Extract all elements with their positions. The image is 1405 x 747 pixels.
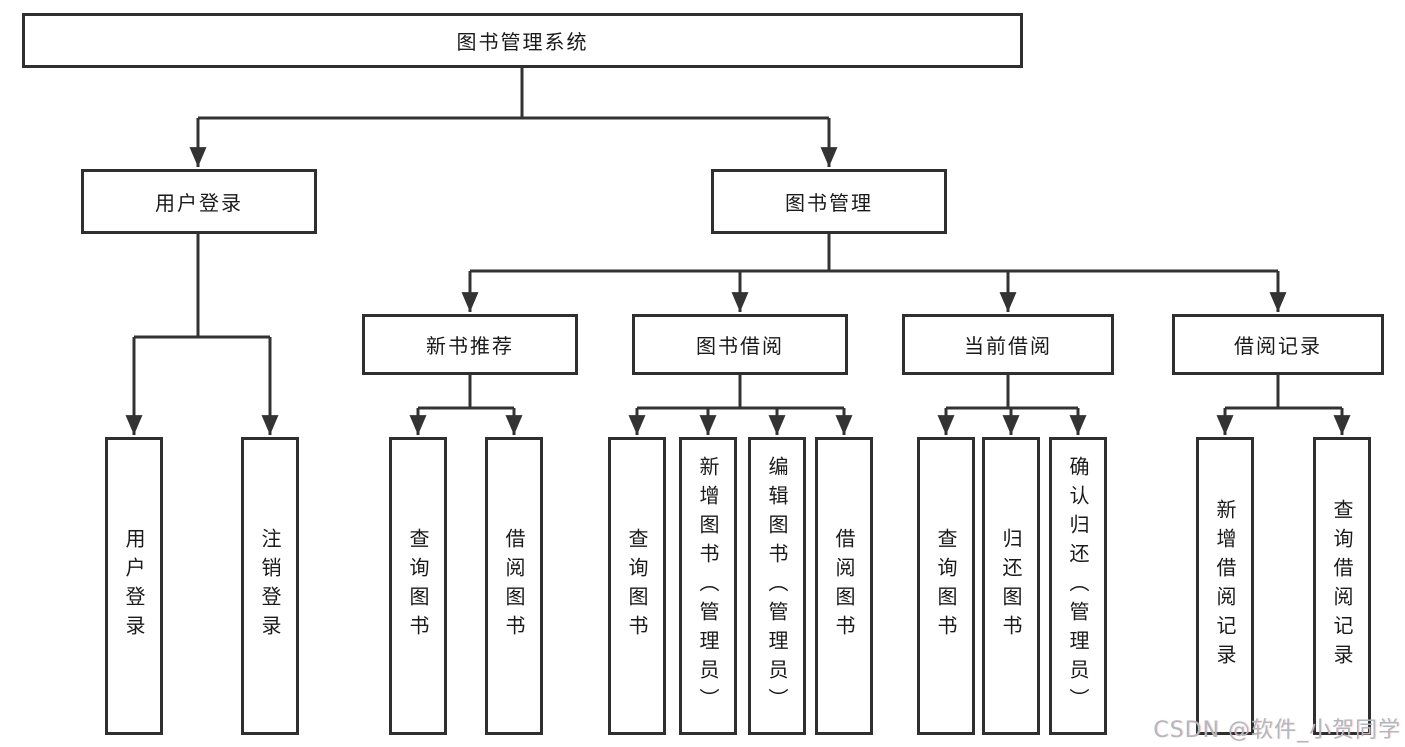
leaf-borrow-books-1-label: 借阅图书 — [502, 528, 526, 644]
leaf-return-book-label: 归还图书 — [999, 528, 1023, 644]
node-borrowing-records: 借阅记录 — [1172, 314, 1384, 375]
leaf-return-book: 归还图书 — [982, 437, 1040, 735]
node-book-management-label: 图书管理 — [785, 191, 873, 215]
leaf-add-borrow-record: 新增借阅记录 — [1196, 437, 1254, 735]
node-current-borrowing: 当前借阅 — [902, 314, 1114, 375]
leaf-add-borrow-record-label: 新增借阅记录 — [1213, 499, 1237, 673]
leaf-edit-book-admin-label: 编辑图书（管理员） — [765, 455, 789, 717]
leaf-query-books-1-label: 查询图书 — [406, 528, 430, 644]
node-book-borrowing-label: 图书借阅 — [696, 334, 784, 358]
leaf-query-books-2-label: 查询图书 — [625, 528, 649, 644]
leaf-query-books-2: 查询图书 — [608, 437, 666, 735]
leaf-query-borrow-record: 查询借阅记录 — [1313, 437, 1371, 735]
leaf-borrow-books-2-label: 借阅图书 — [832, 528, 856, 644]
node-borrowing-records-label: 借阅记录 — [1234, 334, 1322, 358]
leaf-logout: 注销登录 — [241, 437, 299, 735]
leaf-confirm-return-admin: 确认归还（管理员） — [1049, 437, 1107, 735]
node-book-borrowing: 图书借阅 — [632, 314, 848, 375]
node-new-book-recommendation: 新书推荐 — [362, 314, 578, 375]
leaf-query-books-3: 查询图书 — [917, 437, 975, 735]
node-current-borrowing-label: 当前借阅 — [964, 334, 1052, 358]
leaf-user-login: 用户登录 — [105, 437, 163, 735]
csdn-watermark: CSDN @软件_小贺同学 — [1153, 718, 1401, 743]
node-root: 图书管理系统 — [22, 13, 1023, 68]
node-book-management: 图书管理 — [711, 169, 947, 234]
leaf-query-books-3-label: 查询图书 — [934, 528, 958, 644]
leaf-query-borrow-record-label: 查询借阅记录 — [1330, 499, 1354, 673]
leaf-borrow-books-2: 借阅图书 — [815, 437, 873, 735]
leaf-borrow-books-1: 借阅图书 — [485, 437, 543, 735]
leaf-edit-book-admin: 编辑图书（管理员） — [748, 437, 806, 735]
node-user-login: 用户登录 — [81, 169, 317, 234]
node-root-label: 图书管理系统 — [456, 30, 589, 54]
leaf-confirm-return-admin-label: 确认归还（管理员） — [1066, 455, 1090, 717]
leaf-add-book-admin-label: 新增图书（管理员） — [696, 455, 720, 717]
leaf-add-book-admin: 新增图书（管理员） — [679, 437, 737, 735]
leaf-user-login-label: 用户登录 — [122, 528, 146, 644]
leaf-query-books-1: 查询图书 — [389, 437, 447, 735]
node-new-book-recommendation-label: 新书推荐 — [426, 334, 514, 358]
node-user-login-label: 用户登录 — [155, 191, 243, 215]
leaf-logout-label: 注销登录 — [258, 528, 282, 644]
